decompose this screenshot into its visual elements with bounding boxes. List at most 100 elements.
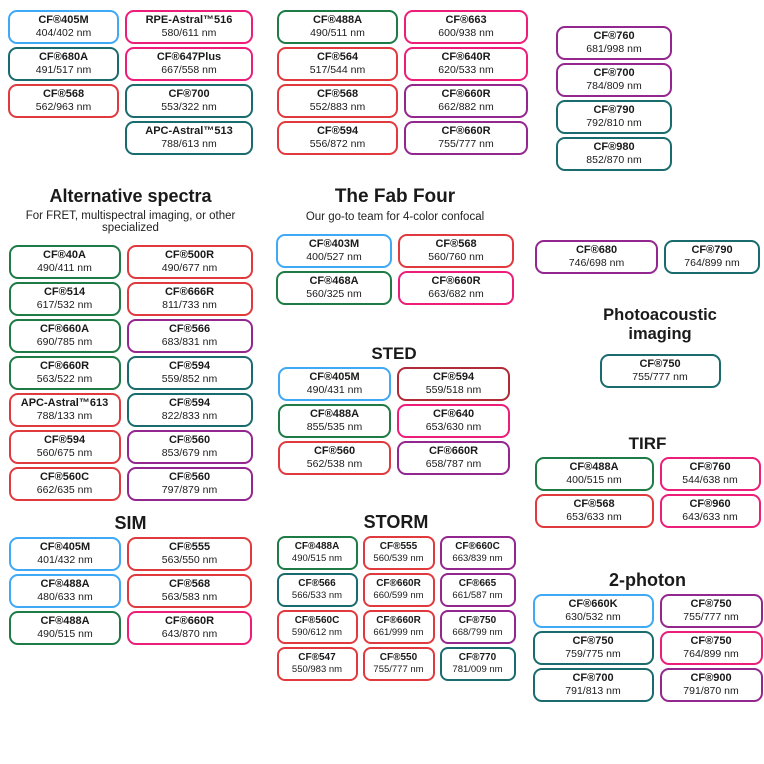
section-title: The Fab Four xyxy=(334,186,456,207)
dye-name: CF®566 xyxy=(168,322,211,335)
dye-wavelengths: 552/883 nm xyxy=(309,101,366,114)
dye-name: CF®403M xyxy=(308,237,360,250)
dye-name: APC-Astral™613 xyxy=(20,396,109,409)
dye-name: CF®660A xyxy=(39,322,90,335)
dye-wavelengths: 490/431 nm xyxy=(306,383,363,396)
dye-name: CF®640R xyxy=(441,51,491,64)
dye-name: CF®568 xyxy=(435,237,477,250)
dye-name: CF®750 xyxy=(572,634,614,647)
dye-name: CF®405M xyxy=(38,14,89,27)
dye-wavelengths: 791/813 nm xyxy=(565,684,621,697)
dye-wavelengths: 811/733 nm xyxy=(162,298,217,311)
dye-name: CF®660C xyxy=(455,540,500,552)
dye-wavelengths: 667/558 nm xyxy=(161,64,217,77)
dye-name: CF®960 xyxy=(689,497,731,510)
dye-name: CF®560 xyxy=(168,433,211,446)
dye-name: CF®700 xyxy=(593,67,635,80)
dye-wavelengths: 401/432 nm xyxy=(37,553,93,566)
dye-name: CF®468A xyxy=(309,274,359,287)
dye-name: CF®568 xyxy=(42,88,85,101)
dye-wavelengths: 617/532 nm xyxy=(36,298,93,311)
dye-wavelengths: 852/870 nm xyxy=(586,154,642,167)
section-title: SIM xyxy=(114,513,147,533)
section-fab-four: The Fab Four Our go-to team for 4-color … xyxy=(276,186,514,305)
dye-name: CF®660K xyxy=(568,597,618,610)
dye-wavelengths: 791/870 nm xyxy=(683,684,739,697)
dye-wavelengths: 668/799 nm xyxy=(452,626,503,638)
dye-name: CF®640 xyxy=(432,407,475,420)
dye-name: CF®750 xyxy=(639,358,681,371)
dye-wavelengths: 661/587 nm xyxy=(452,589,503,601)
dye-wavelengths: 553/322 nm xyxy=(161,101,217,114)
section-title: 2-photon xyxy=(609,570,686,590)
section-title: TIRF xyxy=(628,434,667,453)
dye-name: RPE-Astral™516 xyxy=(145,14,233,27)
dye-name: CF®547 xyxy=(298,651,336,663)
dye-name: CF®660R xyxy=(441,125,491,138)
dye-wavelengths: 797/879 nm xyxy=(161,483,218,496)
dye-name: CF®750 xyxy=(690,634,732,647)
dye-wavelengths: 559/518 nm xyxy=(425,383,482,396)
dye-name: CF®560C xyxy=(39,470,90,483)
dye-wavelengths: 620/533 nm xyxy=(438,64,494,77)
dye-wavelengths: 544/638 nm xyxy=(682,473,738,486)
dye-wavelengths: 759/775 nm xyxy=(565,647,621,660)
dye-wavelengths: 792/810 nm xyxy=(586,117,642,130)
dye-wavelengths: 822/833 nm xyxy=(161,409,218,422)
dye-name: CF®700 xyxy=(168,88,210,101)
section-title: STORM xyxy=(363,512,429,532)
dye-wavelengths: 580/611 nm xyxy=(161,27,217,40)
dye-wavelengths: 653/630 nm xyxy=(425,420,482,433)
dye-name: CF®594 xyxy=(43,433,86,446)
dye-wavelengths: 560/675 nm xyxy=(36,446,93,459)
dye-name: CF®900 xyxy=(690,671,732,684)
dye-wavelengths: 562/963 nm xyxy=(35,101,92,114)
dye-name: CF®488A xyxy=(40,577,90,590)
